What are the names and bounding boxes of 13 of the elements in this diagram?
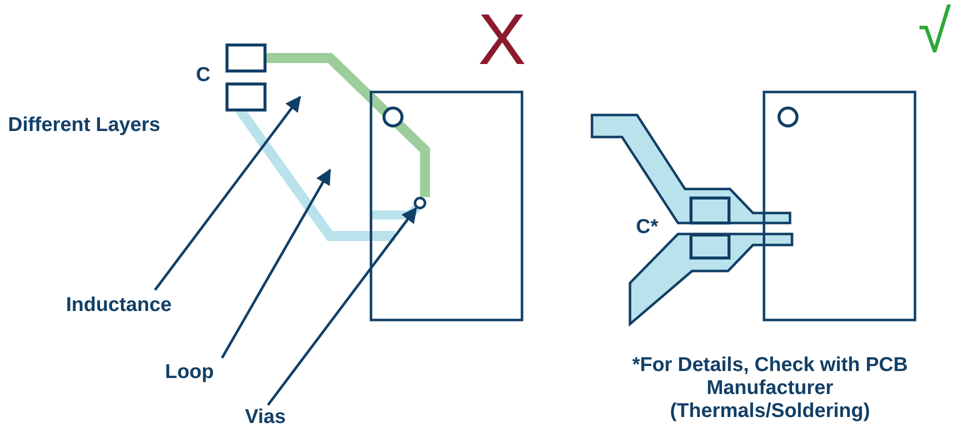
- annotation-text: Different Layers: [8, 114, 160, 137]
- cross-mark: X: [478, 4, 526, 76]
- callout-label: Inductance: [66, 294, 172, 317]
- leader-arrow: [154, 96, 302, 291]
- check-mark: √: [918, 2, 951, 62]
- leader-arrow: [266, 206, 418, 406]
- callout-label: Loop: [165, 361, 214, 384]
- via-circle: [414, 196, 426, 210]
- component-label: C*: [636, 216, 658, 239]
- leader-arrow: [220, 168, 332, 359]
- footnote-text: *For Details, Check with PCB Manufacturer (Thermals/Soldering): [631, 354, 909, 423]
- callout-label: Vias: [245, 406, 286, 429]
- component-label: C: [196, 64, 210, 87]
